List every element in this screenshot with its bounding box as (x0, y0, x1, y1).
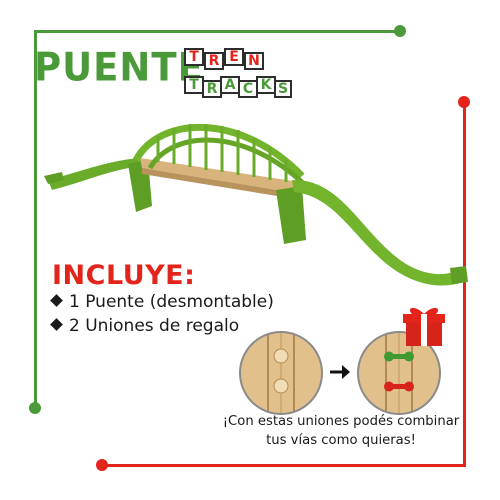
diamond-bullet-icon (50, 317, 63, 331)
diamond-bullet-icon (50, 293, 63, 307)
includes-item: 2 Uniones de regalo (50, 316, 239, 336)
frame-green-top-line (34, 30, 400, 33)
logo-tile: N (244, 52, 264, 70)
frame-red-right-line (463, 100, 466, 466)
logo-tile: R (204, 52, 224, 70)
logo-tile: T (184, 76, 204, 94)
includes-item: 1 Puente (desmontable) (50, 292, 274, 312)
caption: ¡Con estas uniones podés combinar tus ví… (222, 414, 460, 448)
frame-red-dot-bottom (96, 459, 108, 471)
bridge-product-image (44, 123, 468, 286)
frame-green-dot-bottom (29, 402, 41, 414)
gift-box-icon (403, 307, 445, 346)
brand-logo: T R E N T R A C K S (184, 48, 292, 104)
logo-tile: S (274, 80, 292, 98)
track-connector-before-image (239, 331, 323, 415)
logo-tile: K (256, 76, 276, 94)
logo-tile: A (220, 76, 240, 94)
frame-green-left-line (34, 30, 37, 410)
includes-heading: INCLUYE: (52, 260, 196, 291)
frame-red-dot-top (458, 96, 470, 108)
arrow-right-icon (330, 365, 350, 379)
logo-tile: E (224, 48, 244, 66)
frame-green-dot-top (394, 25, 406, 37)
frame-red-bottom-line (102, 464, 466, 467)
logo-tile: T (184, 48, 204, 66)
page-title: PUENTE (34, 44, 204, 91)
logo-tile: R (202, 80, 222, 98)
logo-tile: C (238, 80, 258, 98)
